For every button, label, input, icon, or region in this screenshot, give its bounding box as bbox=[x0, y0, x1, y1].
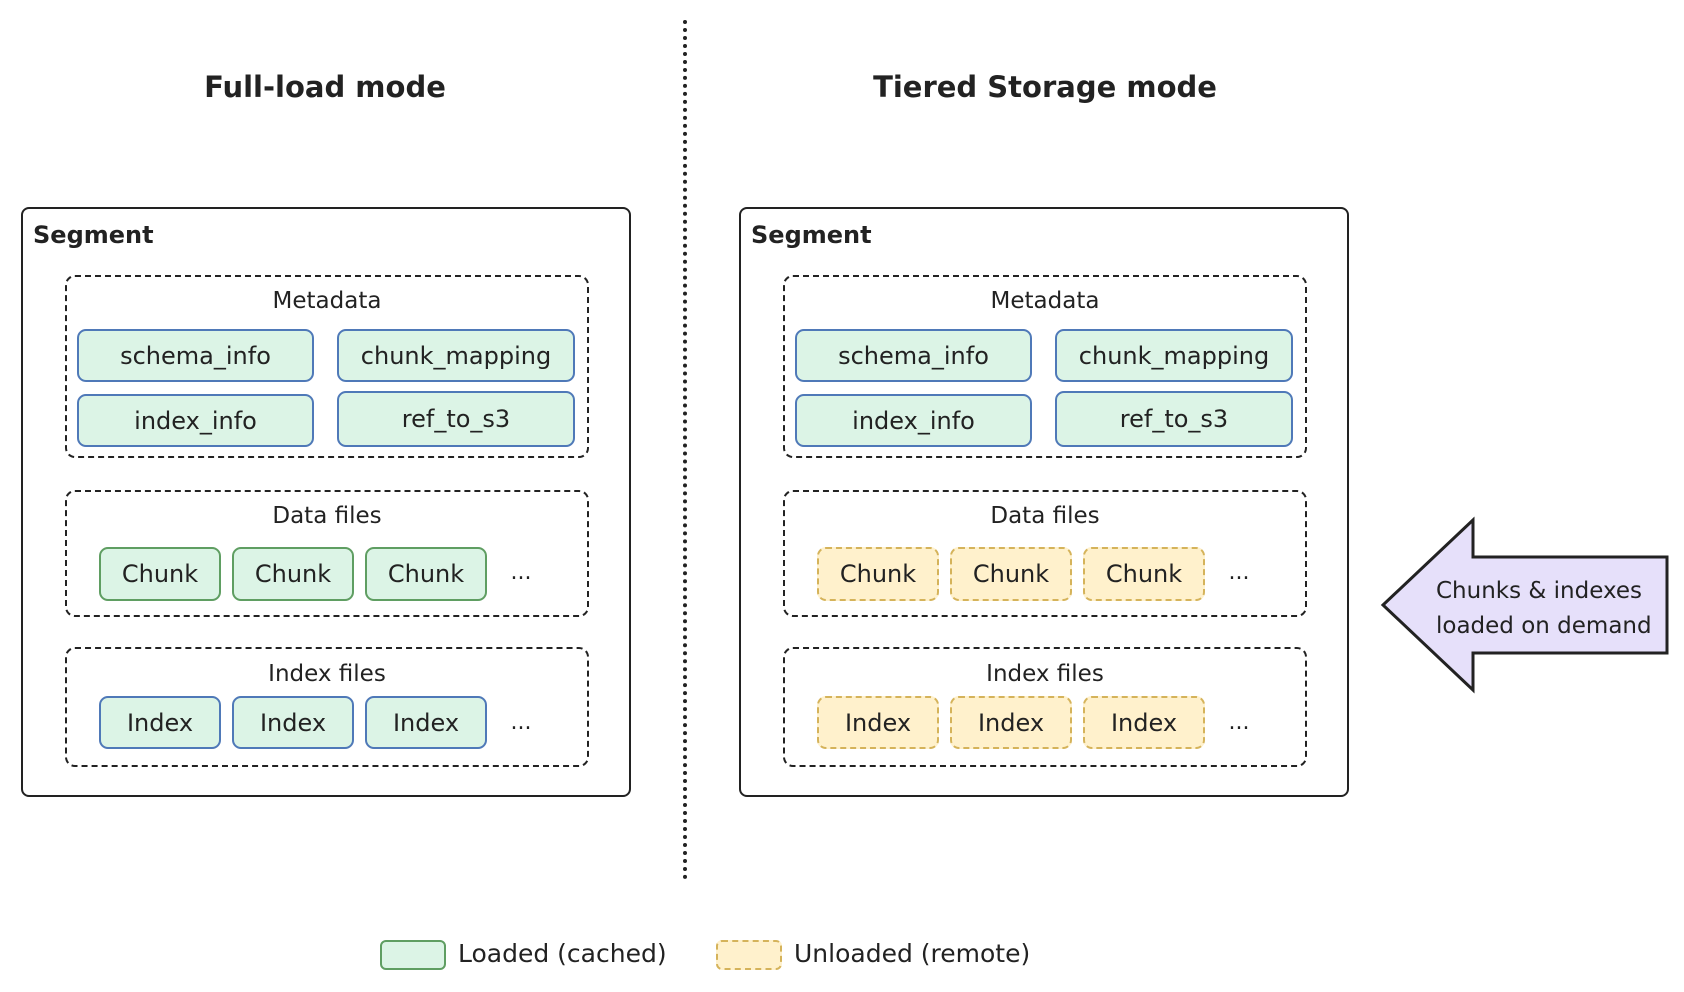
index-box: Index bbox=[99, 696, 221, 749]
index-info-box: index_info bbox=[795, 394, 1032, 447]
data-files-group-full bbox=[65, 490, 589, 617]
data-files-group-tiered bbox=[783, 490, 1307, 617]
index-files-label: Index files bbox=[268, 661, 386, 687]
segment-label: Segment bbox=[33, 221, 154, 249]
chunk-box: Chunk bbox=[365, 547, 487, 601]
legend-unloaded-swatch bbox=[716, 940, 782, 970]
ref-to-s3-box: ref_to_s3 bbox=[337, 391, 575, 447]
data-files-label: Data files bbox=[272, 503, 382, 529]
index-files-group-full bbox=[65, 647, 589, 767]
ref-to-s3-box: ref_to_s3 bbox=[1055, 391, 1293, 447]
more-indexes-ellipsis: ... bbox=[1228, 710, 1250, 735]
legend-loaded-label: Loaded (cached) bbox=[458, 939, 667, 968]
legend-unloaded-label: Unloaded (remote) bbox=[794, 939, 1031, 968]
on-demand-arrow-shape bbox=[1380, 516, 1669, 694]
schema-info-box: schema_info bbox=[77, 329, 314, 382]
on-demand-arrow-label-line2: loaded on demand bbox=[1436, 613, 1652, 639]
schema-info-box: schema_info bbox=[795, 329, 1032, 382]
metadata-group-full bbox=[65, 275, 589, 458]
index-box: Index bbox=[950, 696, 1072, 749]
metadata-label: Metadata bbox=[990, 288, 1100, 314]
chunk-box: Chunk bbox=[232, 547, 354, 601]
index-files-label: Index files bbox=[986, 661, 1104, 687]
full-load-title: Full-load mode bbox=[204, 70, 446, 104]
index-box: Index bbox=[232, 696, 354, 749]
chunk-box: Chunk bbox=[950, 547, 1072, 601]
metadata-group-tiered bbox=[783, 275, 1307, 458]
chunk-box: Chunk bbox=[817, 547, 939, 601]
index-info-box: index_info bbox=[77, 394, 314, 447]
legend-loaded-swatch bbox=[380, 940, 446, 970]
index-box: Index bbox=[365, 696, 487, 749]
chunk-mapping-box: chunk_mapping bbox=[337, 329, 575, 382]
data-files-label: Data files bbox=[990, 503, 1100, 529]
more-indexes-ellipsis: ... bbox=[510, 710, 532, 735]
index-box: Index bbox=[817, 696, 939, 749]
on-demand-arrow-label-line1: Chunks & indexes bbox=[1436, 578, 1643, 604]
tiered-storage-title: Tiered Storage mode bbox=[873, 70, 1217, 104]
chunk-box: Chunk bbox=[1083, 547, 1205, 601]
mode-divider bbox=[683, 20, 687, 880]
segment-label: Segment bbox=[751, 221, 872, 249]
on-demand-arrow bbox=[1380, 516, 1669, 694]
more-chunks-ellipsis: ... bbox=[510, 560, 532, 585]
metadata-label: Metadata bbox=[272, 288, 382, 314]
index-box: Index bbox=[1083, 696, 1205, 749]
index-files-group-tiered bbox=[783, 647, 1307, 767]
chunk-mapping-box: chunk_mapping bbox=[1055, 329, 1293, 382]
more-chunks-ellipsis: ... bbox=[1228, 560, 1250, 585]
chunk-box: Chunk bbox=[99, 547, 221, 601]
